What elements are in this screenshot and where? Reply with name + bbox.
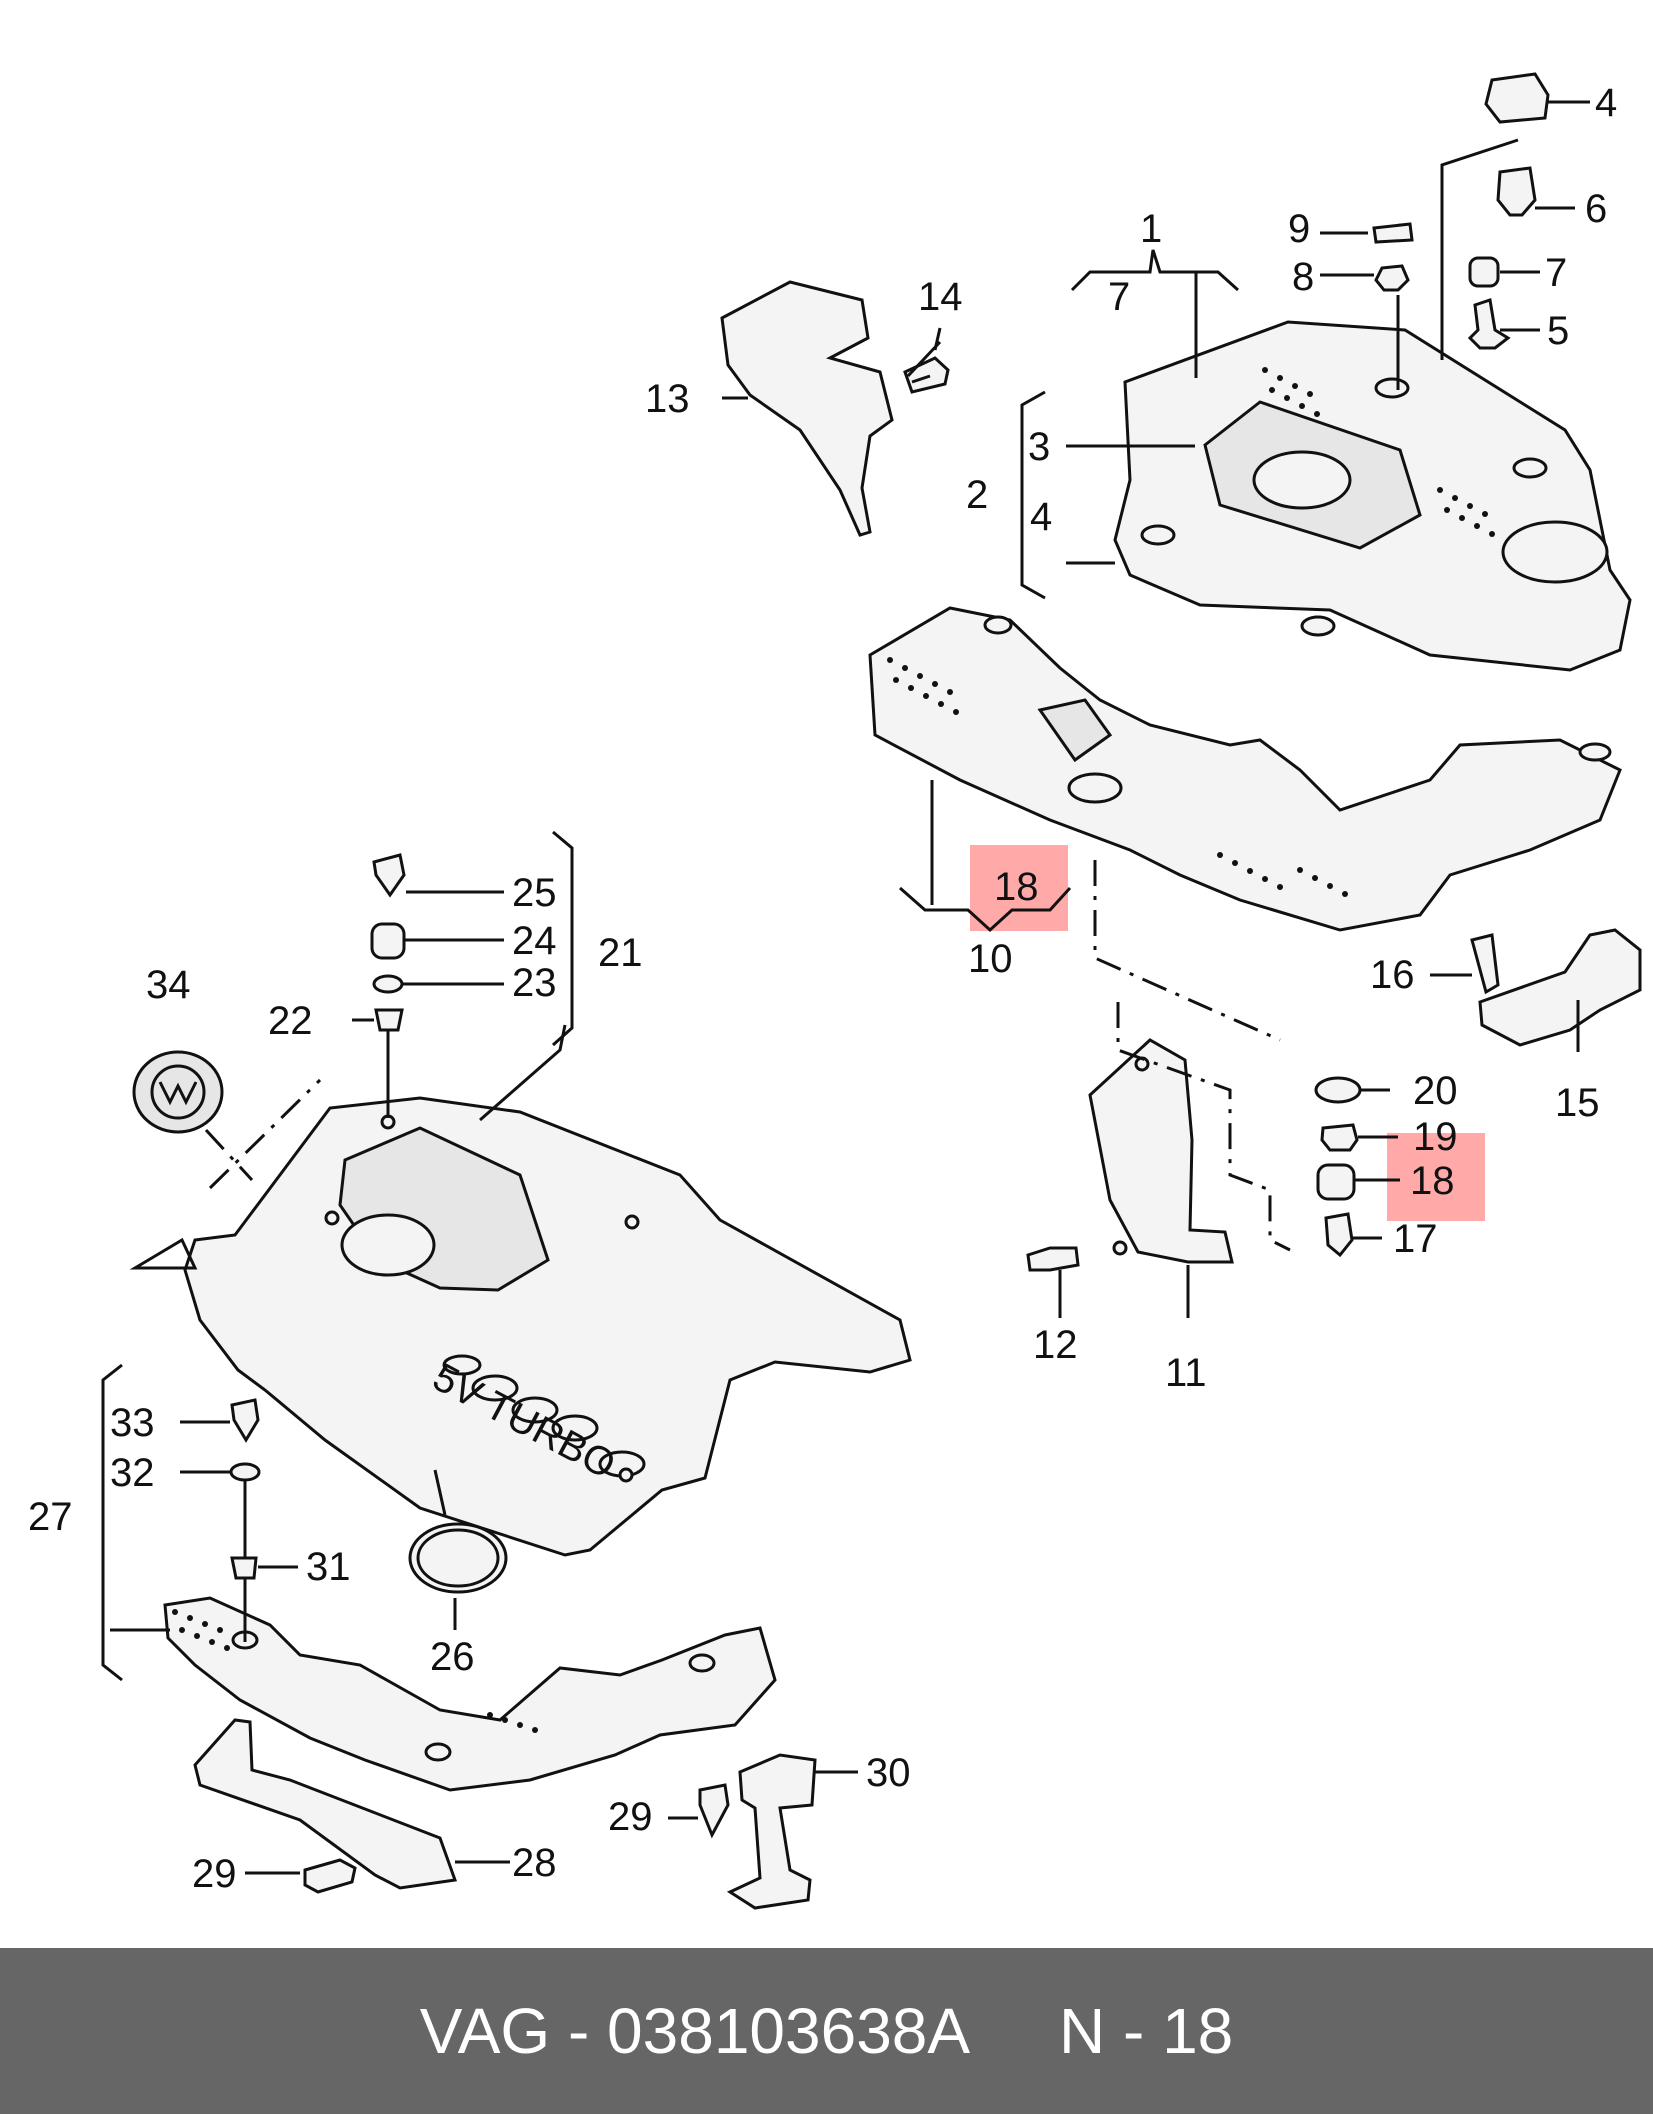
gasket-26	[408, 1469, 508, 1630]
callout-28: 28	[512, 1841, 557, 1885]
emblem-34	[132, 1050, 322, 1190]
callout-26: 26	[430, 1635, 475, 1679]
bracket-13	[720, 280, 894, 537]
callout-11: 11	[1165, 1351, 1207, 1395]
callout-18-upper: 18	[994, 865, 1039, 909]
lower-plate-27	[163, 1596, 777, 1792]
callout-15: 15	[1555, 1081, 1600, 1125]
footer-bar: VAG - 038103638A N - 18	[0, 1948, 1653, 2114]
bolt-29-lower	[245, 1858, 357, 1894]
callout-6: 6	[1585, 187, 1607, 231]
callout-16: 16	[1370, 953, 1415, 997]
fasteners-31-33	[101, 1363, 298, 1682]
callout-20: 20	[1413, 1069, 1458, 1113]
callout-2: 2	[966, 473, 988, 517]
footer-brand: VAG	[419, 1995, 551, 2067]
callout-19: 19	[1413, 1115, 1458, 1159]
callout-18-lower: 18	[1410, 1159, 1455, 1203]
bracket-30	[726, 1753, 858, 1910]
highlight-box-18-upper	[970, 845, 1068, 931]
callout-24: 24	[512, 919, 557, 963]
callout-3: 3	[1028, 425, 1050, 469]
fasteners-21-25	[352, 830, 574, 1122]
callout-10: 10	[968, 937, 1013, 981]
bolt-12	[1026, 1246, 1080, 1272]
callout-32: 32	[110, 1451, 155, 1495]
callout-25: 25	[512, 871, 557, 915]
callout-5: 5	[1547, 309, 1569, 353]
fasteners-top-right	[1372, 72, 1550, 350]
callout-1: 1	[1140, 207, 1162, 251]
callout-14: 14	[918, 275, 963, 319]
lower-engine-cover: 5V TURBO	[129, 1096, 912, 1557]
footer-separator: -	[550, 1995, 608, 2067]
callout-34: 34	[146, 963, 191, 1007]
callout-27: 27	[28, 1495, 73, 1539]
callout-29-right: 29	[608, 1795, 653, 1839]
leader-lines-upper	[722, 100, 1590, 600]
bracket-11	[1088, 1038, 1234, 1264]
callout-labels: 1 7 2 3 4 4 6 7 5 9 8 14 13 18 10 16 15 …	[28, 81, 1617, 1896]
callout-29-lower: 29	[192, 1852, 237, 1896]
footer-part-number: 038103638A	[607, 1995, 971, 2067]
bracket-15	[1470, 928, 1642, 1047]
callout-31: 31	[306, 1545, 351, 1589]
callout-4-top: 4	[1595, 81, 1617, 125]
callout-13: 13	[645, 377, 690, 421]
callout-17: 17	[1393, 1217, 1438, 1261]
callout-7-right: 7	[1545, 251, 1567, 295]
footer-gap	[970, 1994, 1059, 2068]
upper-engine-cover	[1113, 320, 1632, 672]
callout-33: 33	[110, 1401, 155, 1445]
callout-12: 12	[1033, 1323, 1078, 1367]
callout-23: 23	[512, 961, 557, 1005]
callout-30: 30	[866, 1751, 911, 1795]
bolt-29-right	[668, 1783, 730, 1839]
bolt-14	[903, 356, 950, 394]
bracket-28	[193, 1718, 510, 1890]
leader-lines-middle	[899, 780, 1580, 1318]
highlight-box-18-lower	[1387, 1133, 1485, 1221]
fasteners-17-20	[1314, 1076, 1362, 1258]
callout-21: 21	[598, 931, 643, 975]
callout-22: 22	[268, 999, 313, 1043]
callout-7-upper: 7	[1108, 275, 1130, 319]
callout-9: 9	[1288, 207, 1310, 251]
callout-4-left: 4	[1030, 495, 1052, 539]
lower-cover-plate	[868, 606, 1622, 932]
callout-8: 8	[1292, 255, 1314, 299]
footer-reference: N - 18	[1058, 1995, 1234, 2067]
parts-diagram: 5V TURBO	[28, 72, 1642, 1910]
